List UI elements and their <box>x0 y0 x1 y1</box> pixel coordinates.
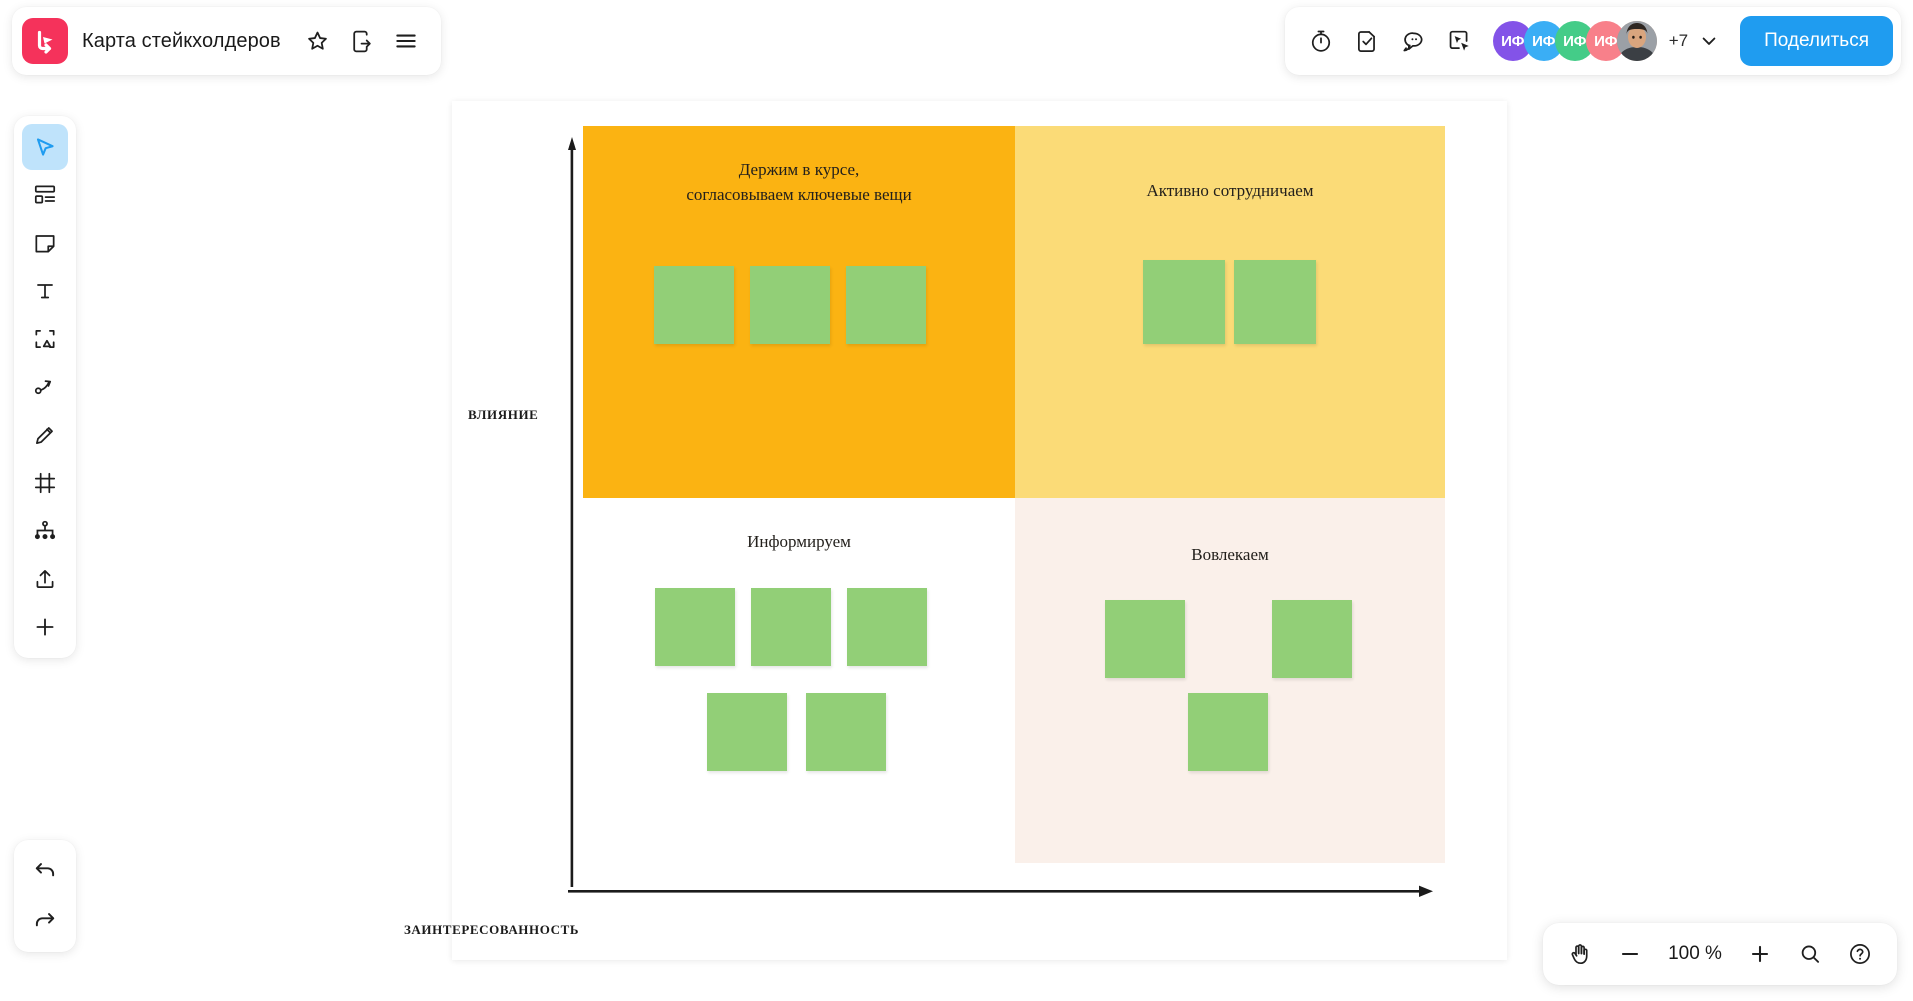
user-photo-avatar[interactable] <box>1616 21 1657 61</box>
vote-checklist-icon[interactable] <box>1345 19 1389 63</box>
quadrant-label-line2: согласовываем ключевые вещи <box>686 184 912 204</box>
axis-label-x-text: ЗАИНТЕРЕСОВАННОСТЬ <box>403 922 580 937</box>
magnifier-icon[interactable] <box>1789 933 1831 975</box>
sticky-note[interactable] <box>655 588 735 666</box>
history-panel <box>14 840 76 952</box>
sticky-note[interactable] <box>654 266 734 344</box>
quadrant-label-monitor: Информируем <box>583 530 1015 555</box>
quadrant-manage-closely[interactable]: Активно сотрудничаем <box>1015 126 1445 498</box>
zoom-level-label[interactable]: 100 % <box>1668 943 1722 964</box>
sticky-note-icon[interactable] <box>22 220 68 266</box>
tool-sidebar <box>14 116 76 658</box>
plus-icon[interactable] <box>22 604 68 650</box>
axis-x <box>568 880 1433 902</box>
axis-label-x: ЗАИНТЕРЕСОВАННОСТЬ <box>0 922 1913 938</box>
sticky-note[interactable] <box>1188 693 1268 771</box>
redo-arrow-icon[interactable] <box>22 898 68 944</box>
text-t-icon[interactable] <box>22 268 68 314</box>
avatar-more-count[interactable]: +7 <box>1668 31 1689 50</box>
shapes-image-icon[interactable] <box>22 316 68 362</box>
sticky-note[interactable] <box>846 266 926 344</box>
sticky-note[interactable] <box>847 588 927 666</box>
star-icon[interactable] <box>299 22 337 60</box>
mindmap-icon[interactable] <box>22 508 68 554</box>
pencil-icon[interactable] <box>22 412 68 458</box>
sticky-note[interactable] <box>806 693 886 771</box>
avatar[interactable]: ИФ <box>1585 21 1626 61</box>
quadrant-label-line1: Активно сотрудничаем <box>1146 181 1314 200</box>
templates-icon[interactable] <box>22 172 68 218</box>
axis-label-y: ВЛИЯНИЕ <box>468 407 539 422</box>
sticky-note[interactable] <box>707 693 787 771</box>
sticky-note[interactable] <box>751 588 831 666</box>
chat-bubble-icon[interactable] <box>1391 19 1435 63</box>
connector-arrow-icon[interactable] <box>22 364 68 410</box>
sticky-note[interactable] <box>750 266 830 344</box>
sticky-note[interactable] <box>1234 260 1316 344</box>
upload-icon[interactable] <box>22 556 68 602</box>
quadrant-label-line1: Вовлекаем <box>1191 545 1269 564</box>
axis-y <box>568 137 576 887</box>
frame-icon[interactable] <box>22 460 68 506</box>
lucidspark-logo-icon[interactable] <box>22 18 68 64</box>
timer-icon[interactable] <box>1299 19 1343 63</box>
chevron-down-icon[interactable] <box>1692 24 1726 58</box>
quadrant-label-keep-satisfied: Держим в курсе, согласовываем ключевые в… <box>583 158 1015 207</box>
zoom-in-button[interactable] <box>1739 933 1781 975</box>
quadrant-keep-informed[interactable]: Вовлекаем <box>1015 498 1445 863</box>
undo-arrow-icon[interactable] <box>22 848 68 894</box>
select-tool[interactable] <box>22 124 68 170</box>
quadrant-monitor[interactable]: Информируем <box>583 498 1015 863</box>
zoom-out-button[interactable] <box>1609 933 1651 975</box>
document-header: Карта стейкхолдеров <box>12 7 441 75</box>
present-cursor-icon[interactable] <box>1437 19 1481 63</box>
hamburger-menu-icon[interactable] <box>387 22 425 60</box>
zoom-toolbar: 100 % <box>1543 923 1897 985</box>
quadrant-label-keep-informed: Вовлекаем <box>1015 543 1445 568</box>
document-export-icon[interactable] <box>343 22 381 60</box>
sticky-note[interactable] <box>1143 260 1225 344</box>
sticky-note[interactable] <box>1272 600 1352 678</box>
page-title[interactable]: Карта стейкхолдеров <box>82 29 281 52</box>
help-question-icon[interactable] <box>1839 933 1881 975</box>
quadrant-label-line1: Держим в курсе, <box>738 160 860 179</box>
sticky-note[interactable] <box>1105 600 1185 678</box>
share-button[interactable]: Поделиться <box>1740 16 1893 66</box>
quadrant-label-manage-closely: Активно сотрудничаем <box>1015 179 1445 204</box>
quadrant-label-line1: Информируем <box>747 532 851 551</box>
avatar[interactable]: ИФ <box>1523 21 1564 61</box>
hand-pan-icon[interactable] <box>1559 933 1601 975</box>
